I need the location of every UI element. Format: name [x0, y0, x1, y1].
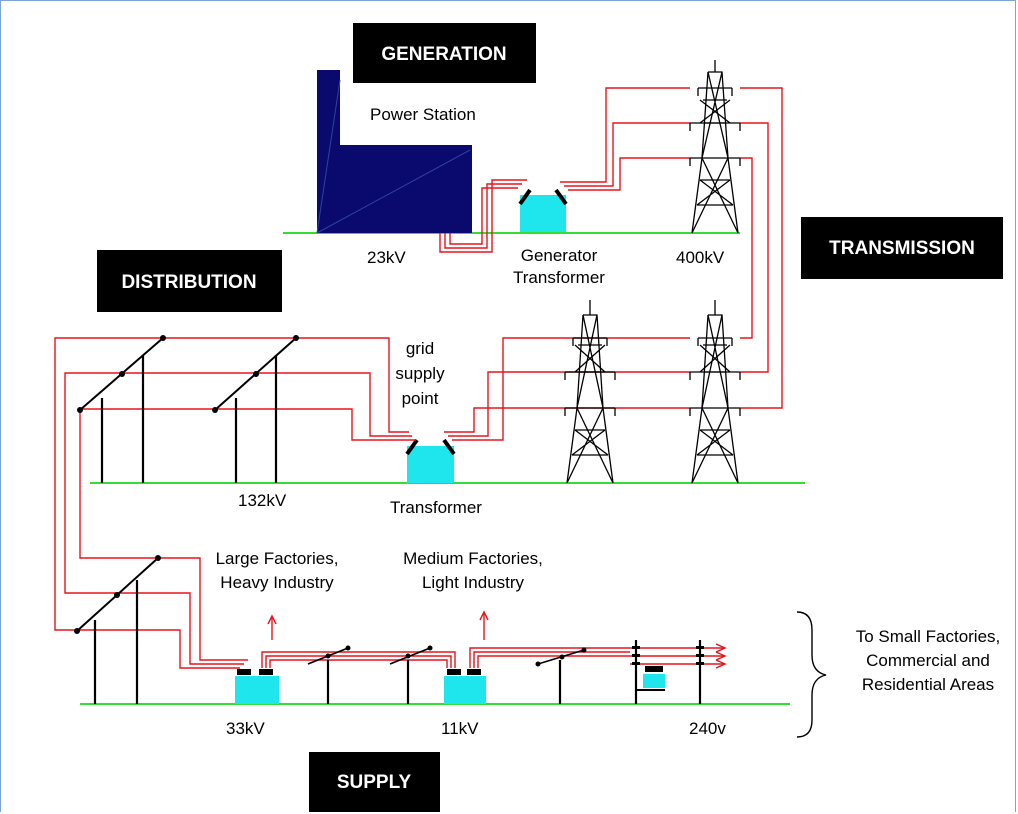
wires-transmission — [444, 87, 783, 441]
label-medium-factories-line1: Medium Factories, — [403, 549, 543, 568]
header-supply: SUPPLY — [309, 752, 440, 812]
label-11kv: 11kV — [441, 719, 479, 738]
label-23kv: 23kV — [367, 248, 406, 267]
tower-400kv-2-icon — [689, 300, 741, 484]
generator-transformer-icon — [518, 188, 568, 232]
label-33kv: 33kV — [226, 719, 265, 738]
header-transmission: TRANSMISSION — [801, 217, 1003, 279]
label-generator-transformer-line1: Generator — [521, 246, 598, 265]
header-generation: GENERATION — [353, 23, 536, 83]
label-medium-factories-line2: Light Industry — [422, 573, 525, 592]
label-grid-supply-line3: point — [402, 389, 439, 408]
label-large-factories-line2: Heavy Industry — [220, 573, 334, 592]
label-400kv: 400kV — [676, 248, 725, 267]
label-transformer: Transformer — [390, 498, 482, 517]
svg-text:DISTRIBUTION: DISTRIBUTION — [121, 272, 256, 293]
transformer-33kv-icon — [235, 669, 279, 704]
svg-text:SUPPLY: SUPPLY — [337, 772, 412, 793]
pole-transformer-240v-icon — [637, 666, 665, 691]
power-station-icon — [316, 70, 472, 234]
pole-132kv-1-icon — [77, 335, 166, 483]
wires-supply — [261, 610, 727, 669]
label-power-station: Power Station — [370, 105, 476, 124]
label-large-factories-line1: Large Factories, — [216, 549, 339, 568]
pole-33kv-icon — [74, 555, 161, 704]
pole-132kv-2-icon — [212, 335, 299, 483]
header-distribution: DISTRIBUTION — [97, 250, 282, 312]
grid-supply-transformer-icon — [405, 438, 456, 483]
wires-generation — [439, 179, 527, 253]
tower-400kv-3-icon — [564, 300, 616, 484]
label-132kv: 132kV — [238, 491, 287, 510]
label-small-factories-line3: Residential Areas — [862, 675, 994, 694]
label-small-factories-line1: To Small Factories, — [856, 627, 1001, 646]
label-small-factories-line2: Commercial and — [866, 651, 990, 670]
label-240v: 240v — [689, 719, 726, 738]
pole-11kv-icons — [307, 645, 587, 704]
transformer-11kv-icon — [444, 669, 486, 704]
label-generator-transformer-line2: Transformer — [513, 268, 605, 287]
brace-icon — [796, 611, 827, 738]
wires-distribution — [54, 337, 416, 669]
label-grid-supply-line2: supply — [395, 364, 445, 383]
svg-text:GENERATION: GENERATION — [381, 44, 506, 65]
tower-400kv-1-icon — [689, 60, 741, 234]
pole-240v-icons — [632, 640, 704, 704]
label-grid-supply-line1: grid — [406, 339, 434, 358]
svg-text:TRANSMISSION: TRANSMISSION — [829, 238, 975, 259]
